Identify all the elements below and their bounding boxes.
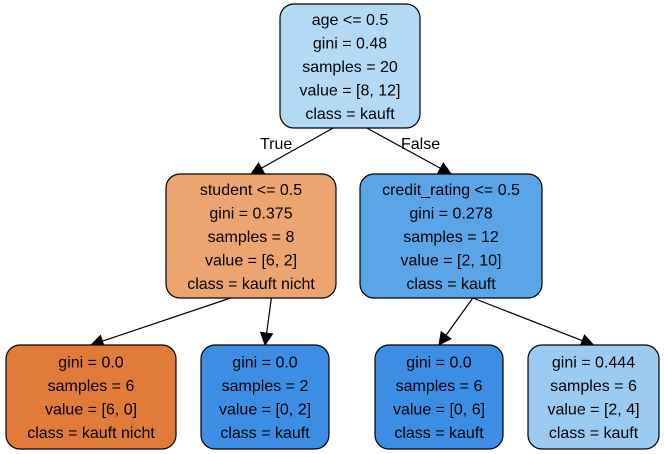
edge-root-to-right [366,127,441,169]
node-box-right-right [527,344,660,450]
node-line: class = kauft [305,106,395,123]
node-line: value = [8, 12] [300,82,401,99]
edge-root-to-left [261,127,334,169]
arrowhead-root-to-left [250,161,266,175]
node-line: samples = 6 [550,378,637,395]
node-box-root [279,3,421,129]
edge-labels-layer: True False [260,136,440,153]
tree-node-left-left: gini = 0.0 samples = 6 value = [6, 0] class… [5,344,177,450]
edge-label-false: False [401,136,440,153]
arrowhead-left-to-left-right [259,331,274,347]
node-line: class = kauft [220,425,310,442]
node-line: samples = 12 [403,229,499,246]
node-box-right-left [374,344,504,450]
node-line: gini = 0.375 [209,205,292,222]
node-box-right [359,173,543,299]
edge-right-to-right-left [445,297,474,336]
node-line: gini = 0.48 [313,35,387,52]
node-line: value = [2, 10] [401,252,502,269]
node-line: value = [0, 6] [393,402,485,419]
node-line: gini = 0.444 [552,355,635,372]
node-line: value = [0, 2] [219,402,311,419]
tree-node-root: age <= 0.5 gini = 0.48 samples = 20 value =… [279,3,421,129]
node-line: class = kauft [394,425,484,442]
tree-node-right-right: gini = 0.444 samples = 6 value = [2, 4] cla… [527,344,660,450]
node-line: age <= 0.5 [312,12,389,29]
node-line: class = kauft nicht [27,425,155,442]
node-line: samples = 8 [208,229,295,246]
node-line: class = kauft nicht [187,276,315,293]
node-line: class = kauft [406,276,496,293]
node-line: gini = 0.0 [232,355,297,372]
tree-node-left: student <= 0.5 gini = 0.375 samples = 8 val… [165,173,337,299]
nodes-layer: age <= 0.5 gini = 0.48 samples = 20 value =… [5,3,660,450]
edge-right-to-right-right [472,297,583,342]
node-box-left [165,173,337,299]
edge-left-to-left-left [102,297,231,342]
node-line: student <= 0.5 [200,182,302,199]
node-line: gini = 0.0 [58,355,123,372]
node-line: gini = 0.278 [409,205,492,222]
node-line: credit_rating <= 0.5 [382,182,520,199]
node-line: samples = 6 [48,378,135,395]
tree-node-right: credit_rating <= 0.5 gini = 0.278 samples … [359,173,543,299]
node-line: samples = 2 [222,378,309,395]
tree-node-right-left: gini = 0.0 samples = 6 value = [0, 6] class… [374,344,504,450]
node-line: class = kauft [549,425,639,442]
edge-label-true: True [260,136,292,153]
node-line: samples = 6 [396,378,483,395]
node-line: gini = 0.0 [406,355,471,372]
edge-left-to-left-right [266,297,272,334]
node-line: samples = 20 [302,59,398,76]
arrowhead-root-to-right [436,162,452,175]
tree-node-left-right: gini = 0.0 samples = 2 value = [0, 2] class… [200,344,330,450]
node-line: value = [2, 4] [547,402,639,419]
node-box-left-left [5,344,177,450]
node-line: value = [6, 0] [45,402,137,419]
arrowhead-right-to-right-left [438,330,452,346]
node-line: value = [6, 2] [205,252,297,269]
node-box-left-right [200,344,330,450]
